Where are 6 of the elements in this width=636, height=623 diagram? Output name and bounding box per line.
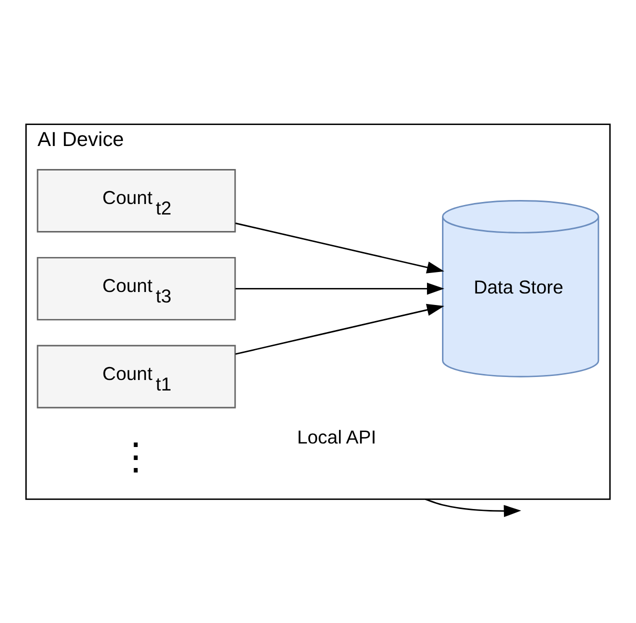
arrow <box>235 222 444 273</box>
arrow <box>425 498 522 516</box>
edge-label: Local API <box>297 426 376 448</box>
arrow <box>235 303 444 354</box>
label: ⋮ <box>116 434 154 477</box>
arrow <box>235 282 444 294</box>
